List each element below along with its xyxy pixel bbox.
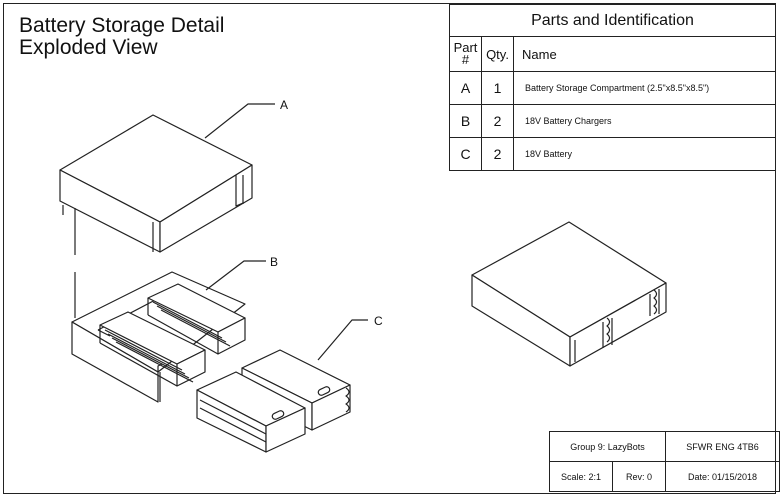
rev-cell: Rev: 0 (612, 461, 666, 492)
table-row: B 2 18V Battery Chargers (449, 104, 776, 138)
scale-cell: Scale: 2:1 (549, 461, 613, 492)
col-header-part-line2: # (461, 52, 470, 67)
qty-cell: 1 (481, 71, 514, 105)
drawing-border (3, 3, 776, 494)
parts-table: Parts and Identification Part # Qty. Nam… (449, 4, 776, 171)
assembled-view (471, 221, 667, 367)
qty-cell: 2 (481, 137, 514, 171)
callout-b-leader (205, 260, 266, 291)
table-row: A 1 Battery Storage Compartment (2.5"x8.… (449, 71, 776, 105)
part-cell: B (449, 104, 482, 138)
callout-a-label: A (280, 98, 288, 112)
title-line-1: Battery Storage Detail (19, 14, 225, 37)
col-header-part-line1: Part (453, 40, 478, 55)
name-cell: 18V Battery (513, 137, 776, 171)
group-cell: Group 9: LazyBots (549, 431, 666, 462)
drawing-title: Battery Storage Detail Exploded View (19, 15, 224, 59)
callout-c-leader (317, 319, 368, 361)
callout-c-label: C (374, 314, 383, 328)
part-b-charger-left (99, 311, 206, 387)
course-cell: SFWR ENG 4TB6 (665, 431, 780, 462)
table-row: C 2 18V Battery (449, 137, 776, 171)
part-b-charger-right (147, 283, 246, 355)
part-a-lid (59, 114, 253, 253)
col-header-name: Name (513, 36, 776, 72)
date-cell: Date: 01/15/2018 (665, 461, 780, 492)
callout-a-leader (204, 103, 275, 139)
part-cell: A (449, 71, 482, 105)
title-block: Group 9: LazyBots SFWR ENG 4TB6 Scale: 2… (549, 431, 780, 492)
name-cell: 18V Battery Chargers (513, 104, 776, 138)
part-c-battery-front (196, 371, 306, 453)
part-cell: C (449, 137, 482, 171)
callout-b-label: B (270, 255, 278, 269)
title-line-2: Exploded View (19, 36, 158, 59)
